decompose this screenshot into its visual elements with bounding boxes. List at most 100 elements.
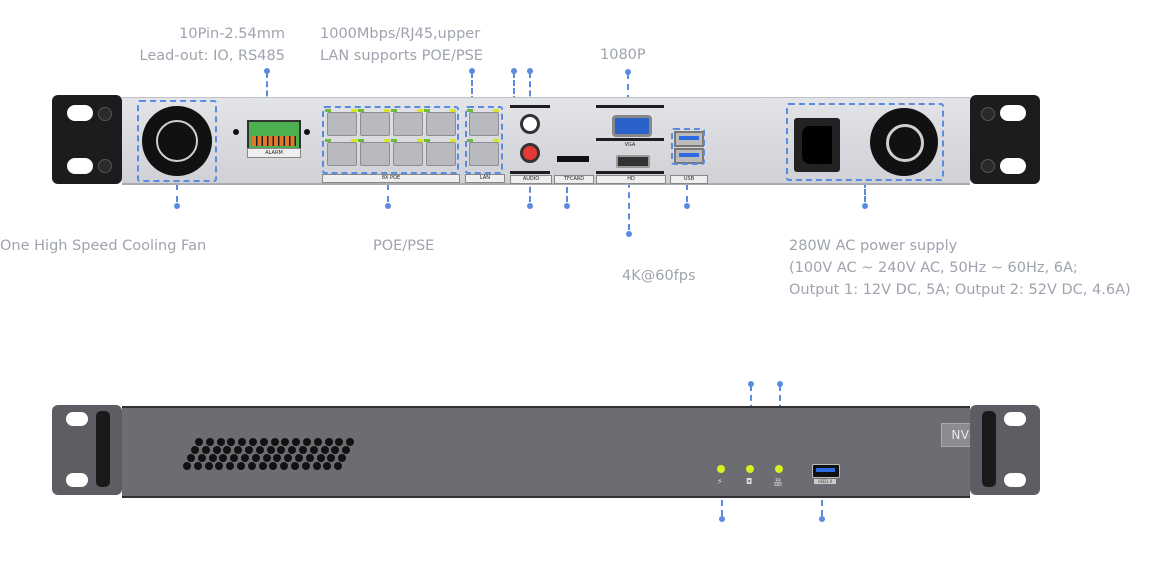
vent-hole <box>249 438 257 446</box>
poe-annotation: POE/PSE <box>373 238 435 254</box>
activity-led <box>450 109 456 112</box>
vent-hole <box>338 454 347 462</box>
rj45-port[interactable] <box>327 142 357 166</box>
vga-annotation: 1080P <box>600 47 646 63</box>
alarm-annotation-line2: Lead-out: IO, RS485 <box>139 48 285 64</box>
video-plate <box>596 138 664 141</box>
link-led <box>325 109 331 112</box>
tfcard-slot[interactable] <box>557 156 589 162</box>
vent-hole <box>299 446 307 454</box>
vent-hole <box>219 454 228 462</box>
power-socket-icon <box>802 126 832 164</box>
activity-led <box>493 139 499 142</box>
leader-line <box>566 178 568 202</box>
psu-annotation-line3: Output 1: 12V DC, 5A; Output 2: 52V DC, … <box>789 282 1131 298</box>
alarm-terminal[interactable] <box>247 120 301 150</box>
audio-plate <box>510 105 550 108</box>
leader-dot <box>469 68 475 74</box>
vent-hole <box>234 446 243 454</box>
vent-hole <box>216 438 225 446</box>
leader-line <box>686 184 688 202</box>
rj45-port[interactable] <box>393 112 423 136</box>
activity-led <box>417 109 423 112</box>
rear-chassis: ALARM 8X POE LAN AUDIO TFCARD VGA HD USB <box>122 97 970 185</box>
vent-hole <box>230 454 239 462</box>
activity-led <box>417 139 423 142</box>
front-handle-right[interactable] <box>982 411 996 487</box>
vent-hole <box>237 462 245 470</box>
vent-hole <box>266 446 275 454</box>
leader-dot <box>511 68 517 74</box>
video-plate <box>596 171 664 174</box>
vent-hole <box>270 438 279 446</box>
cooling-fan <box>142 106 212 176</box>
rj45-port[interactable] <box>327 112 357 136</box>
vent-hole <box>183 462 191 470</box>
audio-out-jack[interactable] <box>520 114 540 134</box>
hdmi-port[interactable] <box>616 155 650 168</box>
rj45-port[interactable] <box>393 142 423 166</box>
leader-line <box>721 480 723 516</box>
activity-led <box>384 109 390 112</box>
activity-led <box>351 109 357 112</box>
leader-dot <box>527 68 533 74</box>
link-led <box>391 139 397 142</box>
vent-hole <box>258 462 267 470</box>
audio-in-jack[interactable] <box>520 143 540 163</box>
lan-highlight <box>465 106 503 174</box>
vent-hole <box>191 446 199 454</box>
link-led <box>424 109 430 112</box>
leader-dot <box>862 203 868 209</box>
activity-led <box>351 139 357 142</box>
usb-label: USB <box>670 175 708 184</box>
psu-fan <box>870 108 938 176</box>
rj45-port[interactable] <box>469 112 499 136</box>
vent-hole <box>320 446 329 454</box>
power-icon: ⚡ <box>717 477 723 486</box>
lan-annotation-line1: 1000Mbps/RJ45,upper <box>320 26 481 42</box>
front-usb-label: USB3.0 <box>814 479 836 484</box>
hdmi-label: HD <box>596 175 666 184</box>
rj45-port[interactable] <box>426 142 456 166</box>
vent-hole <box>301 462 310 470</box>
rj45-port[interactable] <box>469 142 499 166</box>
vga-port[interactable] <box>612 115 652 137</box>
rj45-port[interactable] <box>360 112 390 136</box>
power-inlet[interactable] <box>794 118 840 172</box>
vent-hole <box>255 446 264 454</box>
front-handle-left[interactable] <box>96 411 110 487</box>
vent-hole <box>284 454 293 462</box>
network-led <box>775 465 783 473</box>
link-led <box>467 109 473 112</box>
mount-hole <box>66 412 88 426</box>
mount-hole <box>67 105 93 121</box>
vent-hole <box>227 438 236 446</box>
leader-dot <box>527 203 533 209</box>
vga-label: VGA <box>624 142 636 148</box>
vent-hole <box>309 446 318 454</box>
front-usb-port[interactable] <box>812 464 840 478</box>
link-led <box>391 109 397 112</box>
vent-hole <box>215 462 224 470</box>
vent-hole <box>335 438 344 446</box>
rj45-port[interactable] <box>426 112 456 136</box>
leader-dot <box>264 68 270 74</box>
vent-hole <box>193 462 202 470</box>
vent-hole <box>204 462 213 470</box>
vent-hole <box>324 438 333 446</box>
leader-dot <box>626 231 632 237</box>
lan-annotation-line2: LAN supports POE/PSE <box>320 48 483 64</box>
rj45-port[interactable] <box>360 142 390 166</box>
vent-hole <box>313 438 322 446</box>
vent-hole <box>295 454 303 462</box>
hdmi-annotation: 4K@60fps <box>622 268 696 284</box>
leader-dot <box>684 203 690 209</box>
psu-highlight <box>786 103 944 181</box>
leader-dot <box>564 203 570 209</box>
rack-ear-left <box>52 95 122 184</box>
mount-hole <box>1004 473 1026 487</box>
vent-hole <box>238 438 247 446</box>
vent-hole <box>327 454 336 462</box>
vent-hole <box>323 462 332 470</box>
activity-led <box>493 109 499 112</box>
